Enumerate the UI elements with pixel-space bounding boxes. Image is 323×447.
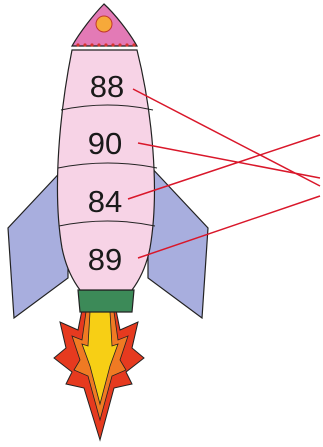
right-fin [148, 164, 208, 318]
line-88 [133, 89, 320, 186]
line-84 [128, 135, 320, 199]
segment-label-4: 89 [88, 242, 122, 277]
window-icon [96, 16, 112, 32]
nozzle [78, 290, 134, 312]
segment-label-1: 88 [90, 69, 124, 104]
rivet-dots [76, 43, 135, 46]
segment-label-3: 84 [88, 184, 122, 219]
segment-label-2: 90 [88, 126, 122, 161]
line-90 [138, 143, 320, 178]
